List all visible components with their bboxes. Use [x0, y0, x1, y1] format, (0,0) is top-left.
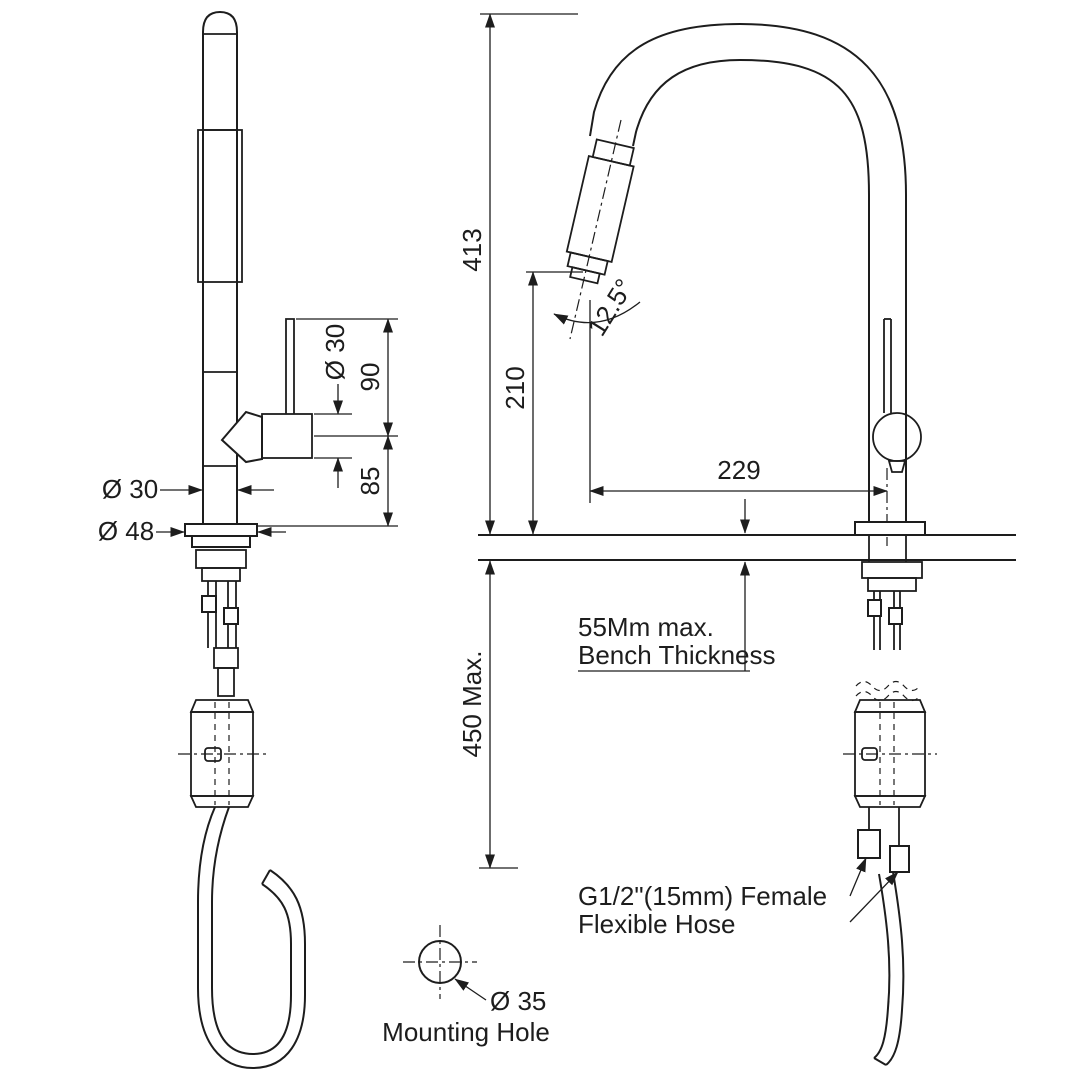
hose-fitting — [888, 607, 903, 625]
dim-body-height-label: 85 — [355, 467, 385, 496]
dimension-base-diameter: Ø 48 — [98, 516, 286, 546]
front-base-flange — [854, 521, 926, 536]
gooseneck-spout — [589, 22, 907, 535]
hose-female-end — [889, 845, 910, 873]
mixer-knob — [872, 412, 922, 462]
base-flange — [184, 523, 258, 537]
dimension-knob-diameter: Ø 30 — [314, 324, 352, 488]
hose-note-line2: Flexible Hose — [578, 909, 736, 939]
side-view: 90 85 Ø 30 Ø 30 Ø 48 — [98, 10, 398, 1070]
hose-female-end — [857, 829, 881, 859]
dim-knob-diameter-label: Ø 30 — [320, 324, 350, 380]
hose-loop — [197, 806, 306, 1070]
dim-lever-height-label: 90 — [355, 363, 385, 392]
flexible-hose-note: G1/2"(15mm) Female Flexible Hose — [578, 857, 899, 939]
spray-head-outlet — [569, 266, 601, 285]
dimension-wand-diameter: Ø 30 — [102, 474, 274, 504]
front-under-bench-hardware — [855, 535, 923, 702]
hose-leader-1 — [849, 857, 867, 897]
connector-block — [213, 647, 239, 669]
dim-spout-reach-label: 229 — [717, 455, 760, 485]
hose-fitting — [223, 607, 239, 625]
bench-thickness-note: 55Mm max. Bench Thickness — [578, 499, 776, 672]
mounting-hole-label: Mounting Hole — [382, 1017, 550, 1047]
hose-end-cap — [261, 869, 271, 885]
base-flange-lower — [191, 535, 251, 548]
side-knob — [261, 413, 313, 459]
dimension-under-bench: 450 Max. — [457, 560, 518, 869]
hose-end-cap — [873, 1057, 887, 1066]
dim-outlet-height-label: 210 — [500, 366, 530, 409]
weight-clip — [861, 747, 878, 761]
dimension-spray-angle: 12.5° — [553, 119, 641, 341]
dim-total-height-label: 413 — [457, 228, 487, 271]
knob-notch — [887, 460, 907, 473]
hose-fitting — [867, 599, 882, 617]
valve-cone — [220, 410, 263, 464]
front-view: 413 210 12.5° 229 55Mm max. Bench Thickn… — [457, 13, 1016, 1066]
hose-fitting — [201, 595, 217, 613]
bench-note-line2: Bench Thickness — [578, 640, 776, 670]
front-mounting-nut-lower — [867, 577, 917, 592]
wand-knurled-grip — [197, 129, 243, 283]
dim-base-diameter-label: Ø 48 — [98, 516, 154, 546]
weight-clip — [204, 747, 222, 762]
dimension-90-85: 90 85 — [258, 318, 398, 527]
mounting-nut-lower — [201, 567, 241, 582]
dimension-total-height: 413 — [457, 13, 578, 535]
hose-note-line1: G1/2"(15mm) Female — [578, 881, 827, 911]
hose-weight — [178, 699, 266, 808]
dim-under-bench-label: 450 Max. — [457, 651, 487, 758]
flexible-hoses — [857, 807, 910, 1066]
spray-axis-line — [569, 119, 622, 340]
mounting-nut — [195, 549, 247, 569]
side-under-bench-hardware — [195, 549, 247, 697]
front-mounting-nut — [861, 561, 923, 579]
hole-leader — [454, 978, 487, 1001]
dimension-spout-reach: 229 — [589, 300, 888, 503]
connector-stem — [217, 667, 235, 697]
angle-arc-arrow — [553, 301, 641, 325]
mounting-hole-detail: Ø 35 Mounting Hole — [382, 925, 550, 1047]
bench-note-line1: 55Mm max. — [578, 612, 714, 642]
front-hose-weight — [843, 699, 937, 808]
wand-body — [202, 10, 238, 525]
lever-rod — [285, 318, 295, 414]
dimension-outlet-height: 210 — [500, 271, 583, 535]
hose-leader-2 — [849, 871, 899, 923]
dim-wand-diameter-label: Ø 30 — [102, 474, 158, 504]
mixer-handle — [872, 318, 922, 473]
break-line — [855, 680, 921, 692]
spray-head-knurl — [565, 155, 635, 264]
break-line — [855, 690, 921, 702]
dim-hole-diameter-label: Ø 35 — [490, 986, 546, 1016]
